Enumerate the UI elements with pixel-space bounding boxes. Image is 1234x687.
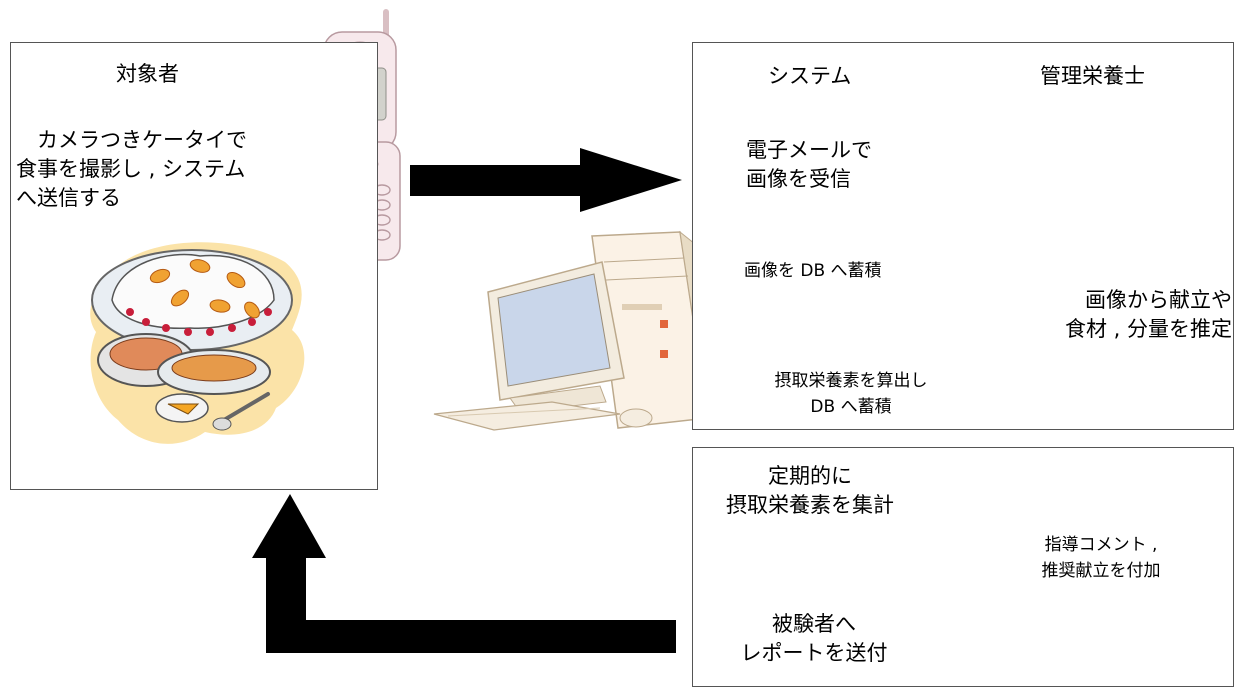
send-to-system-arrow bbox=[410, 148, 682, 212]
step-aggregate: 定期的に 摂取栄養素を集計 bbox=[726, 464, 894, 517]
system-dietitian-panel bbox=[692, 42, 1234, 430]
column-header-system: システム bbox=[768, 64, 852, 88]
step-store-image: 画像を DB へ蓄積 bbox=[744, 261, 882, 281]
column-header-dietitian: 管理栄養士 bbox=[1040, 64, 1145, 88]
step-send-report: 被験者へ レポートを送付 bbox=[740, 612, 888, 665]
return-report-arrow bbox=[252, 494, 676, 653]
step-estimate-menu: 画像から献立や 食材 , 分量を推定 bbox=[1064, 288, 1232, 341]
subject-description: カメラつきケータイで 食事を撮影し , システム へ送信する bbox=[16, 128, 247, 210]
meal-plate-icon bbox=[90, 242, 305, 444]
step-receive-image: 電子メールで 画像を受信 bbox=[746, 138, 872, 191]
step-add-comment: 指導コメント , 推奨献立を付加 bbox=[1041, 535, 1161, 581]
report-panel bbox=[692, 447, 1234, 687]
subject-title: 対象者 bbox=[116, 62, 179, 86]
step-calc-nutrients: 摂取栄養素を算出し DB へ蓄積 bbox=[774, 371, 928, 417]
